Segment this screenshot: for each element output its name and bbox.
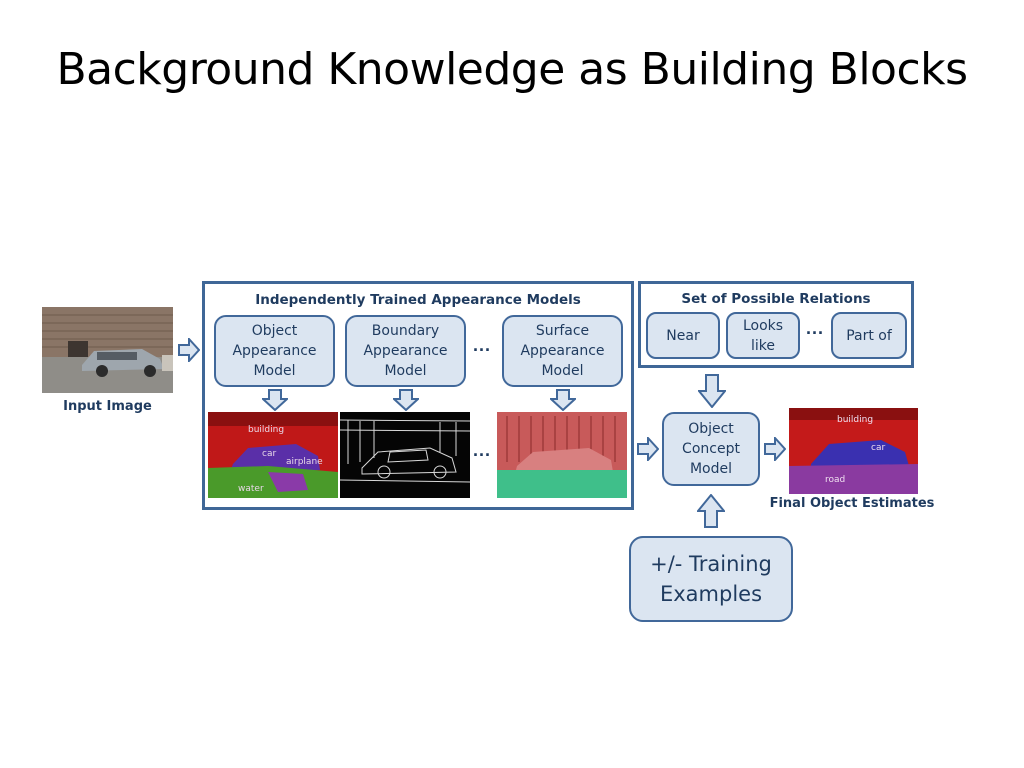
arrow-down-icon xyxy=(262,389,288,411)
relation-near-box: Near xyxy=(646,312,720,359)
arrow-down-icon xyxy=(698,374,726,408)
object-appearance-output-image: building car airplane water xyxy=(208,412,338,498)
map-label: car xyxy=(262,449,276,459)
appearance-models-panel-title: Independently Trained Appearance Models xyxy=(255,292,581,308)
surface-appearance-output-image xyxy=(497,412,627,498)
input-image xyxy=(42,307,173,393)
boundary-appearance-model-box: Boundary Appearance Model xyxy=(345,315,466,387)
object-concept-model-box: Object Concept Model xyxy=(662,412,760,486)
map-label: road xyxy=(825,475,845,485)
input-image-caption: Input Image xyxy=(63,399,152,414)
final-object-estimates-caption: Final Object Estimates xyxy=(769,496,935,511)
object-appearance-model-box: Object Appearance Model xyxy=(214,315,335,387)
map-label: water xyxy=(238,484,264,494)
final-object-estimates-image: building car road xyxy=(789,408,918,494)
maps-ellipsis: ... xyxy=(473,440,492,460)
models-ellipsis: ... xyxy=(473,335,492,355)
surface-appearance-model-box: Surface Appearance Model xyxy=(502,315,623,387)
map-label: building xyxy=(248,425,284,435)
relations-ellipsis: ... xyxy=(806,318,825,338)
map-label: car xyxy=(871,443,885,453)
arrow-right-icon xyxy=(764,437,786,461)
relation-part-of-box: Part of xyxy=(831,312,907,359)
arrow-down-icon xyxy=(393,389,419,411)
arrow-up-icon xyxy=(697,494,725,528)
arrow-right-icon xyxy=(637,437,659,461)
arrow-right-icon xyxy=(178,338,200,362)
training-examples-box: +/- Training Examples xyxy=(629,536,793,622)
slide-title: Background Knowledge as Building Blocks xyxy=(56,44,968,95)
relation-looks-like-box: Looks like xyxy=(726,312,800,359)
boundary-appearance-output-image xyxy=(340,412,470,498)
arrow-down-icon xyxy=(550,389,576,411)
relations-panel-title: Set of Possible Relations xyxy=(681,291,871,307)
map-label: airplane xyxy=(286,457,323,467)
map-label: building xyxy=(837,415,873,425)
